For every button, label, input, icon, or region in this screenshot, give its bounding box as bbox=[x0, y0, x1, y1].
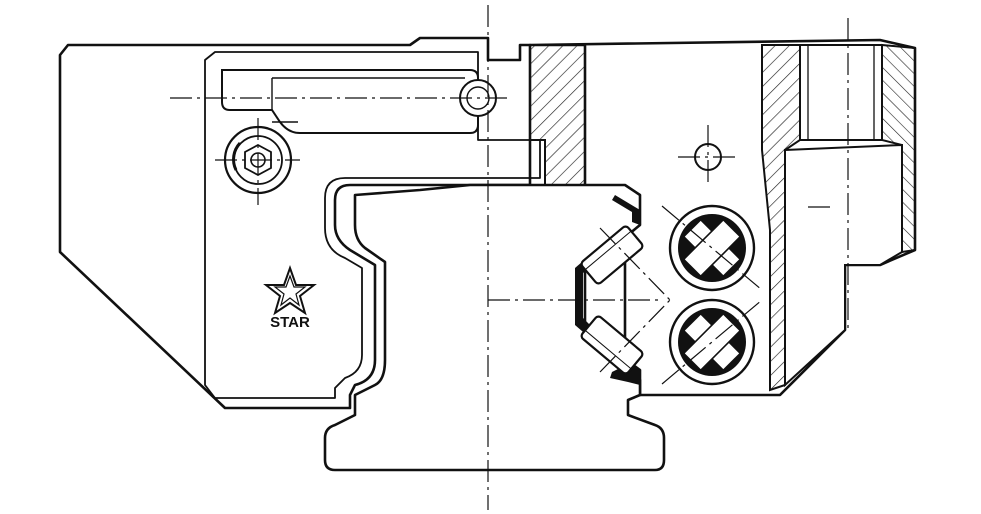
channel-inner-lines bbox=[272, 77, 465, 123]
rail-contact-black bbox=[575, 255, 595, 338]
contact-line-lower bbox=[599, 299, 671, 373]
lubrication-channel bbox=[221, 69, 479, 134]
return-element-upper bbox=[668, 204, 756, 292]
return-element-lower bbox=[668, 298, 756, 386]
right-step-block bbox=[784, 143, 903, 388]
centerlines bbox=[170, 5, 849, 510]
rolling-element-lower-left bbox=[580, 315, 644, 375]
star-logo: STAR bbox=[263, 264, 317, 331]
return-axis-upper bbox=[661, 205, 763, 291]
guide-rail bbox=[323, 183, 666, 472]
brand-label: STAR bbox=[270, 314, 310, 331]
rolling-element-upper-left bbox=[580, 225, 644, 285]
return-axis-lower bbox=[661, 299, 763, 385]
contact-line-upper bbox=[599, 227, 671, 301]
rail-seal-upper bbox=[612, 195, 640, 225]
carriage-inner-contour bbox=[204, 51, 541, 399]
threaded-hole bbox=[799, 44, 883, 141]
